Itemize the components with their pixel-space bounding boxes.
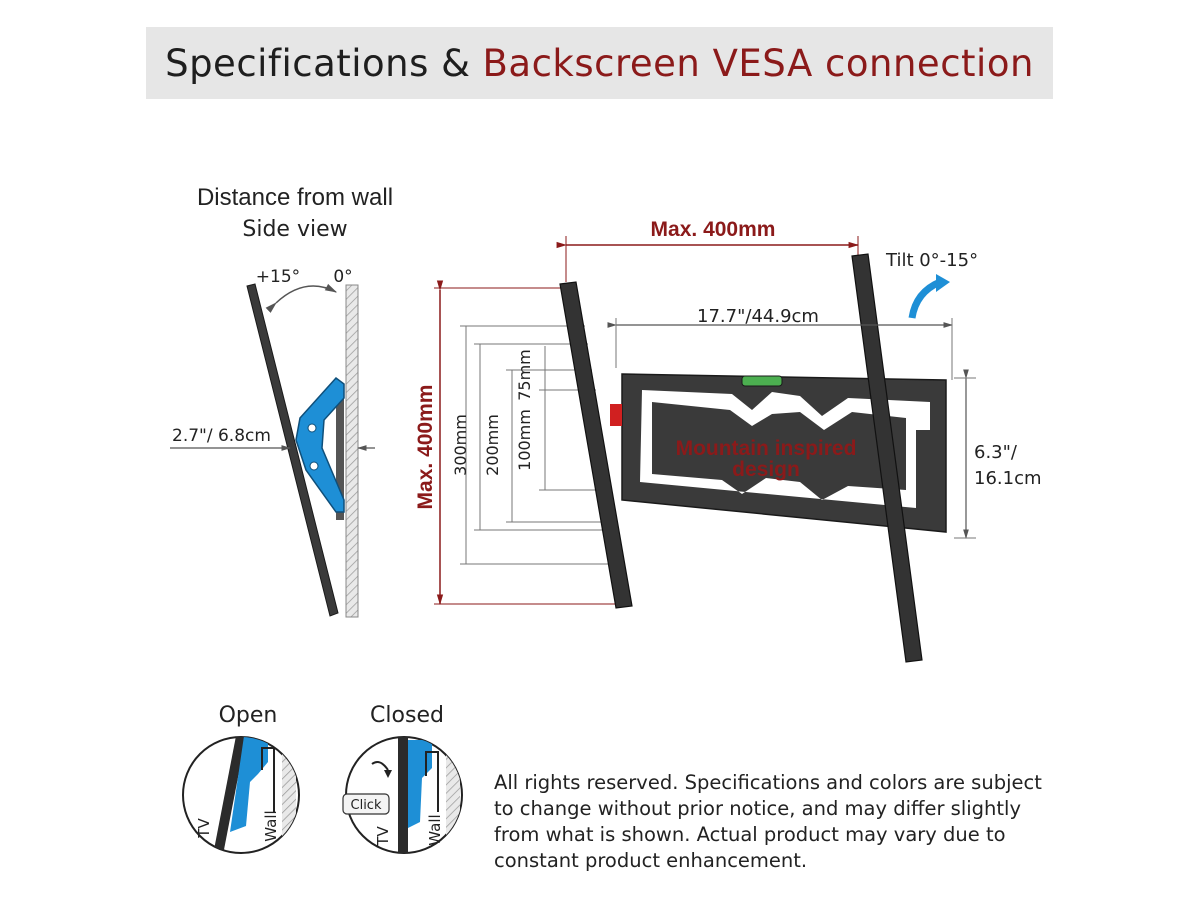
open-label: Open xyxy=(218,703,278,728)
feature-label-line2: design xyxy=(732,458,800,481)
right-rail xyxy=(851,253,923,663)
feature-label-line1: Mountain inspired xyxy=(676,437,857,460)
distance-label: 2.7"/ 6.8cm xyxy=(172,426,271,446)
tilt-angle-arc xyxy=(265,283,338,313)
wall-section xyxy=(345,284,359,618)
bubble-level xyxy=(741,375,783,387)
lock-open-detail: TV Wall xyxy=(182,736,300,854)
wall-plate xyxy=(336,392,344,520)
vesa-100-label: 100mm xyxy=(515,409,534,471)
side-view-title: Distance from wall xyxy=(196,184,394,211)
lock-closed-detail: Click TV Wall xyxy=(342,736,463,854)
click-badge xyxy=(342,793,390,815)
click-label: Click xyxy=(351,798,382,813)
side-view-heading: Distance from wall Side view xyxy=(160,182,430,246)
closed-tv-label: TV xyxy=(374,826,392,847)
side-view-drawing: +15° 0° 2.7"/ 6.8cm xyxy=(170,267,375,618)
tv-panel-side xyxy=(246,283,339,617)
disclaimer-text: All rights reserved. Specifications and … xyxy=(494,771,1042,872)
angle-flat-label: 0° xyxy=(333,267,352,287)
frame-height-line2: 16.1cm xyxy=(974,468,1042,489)
vesa-75-label: 75mm xyxy=(515,349,534,401)
mountain-cutout xyxy=(640,390,930,508)
vesa-200-label: 200mm xyxy=(483,414,502,476)
vesa-300-label: 300mm xyxy=(451,414,470,476)
page-title: Specifications & xyxy=(165,41,471,85)
pivot-bolt xyxy=(309,461,319,471)
tilt-arrow-icon xyxy=(908,278,942,319)
closed-wall-label: Wall xyxy=(426,814,444,845)
pivot-bolt xyxy=(307,423,317,433)
max-width-label: Max. 400mm xyxy=(651,218,776,241)
click-arrow-head xyxy=(384,770,392,778)
tilt-arm-blue xyxy=(295,376,345,513)
page-title-accent: Backscreen VESA connection xyxy=(482,41,1034,85)
side-view-subtitle: Side view xyxy=(242,217,348,242)
open-wall-label: Wall xyxy=(262,810,280,841)
max-height-label: Max. 400mm xyxy=(414,385,437,510)
closed-label: Closed xyxy=(370,703,444,728)
left-rail xyxy=(559,281,633,609)
tilt-label: Tilt 0°-15° xyxy=(885,250,978,271)
safety-lock-red xyxy=(610,404,622,426)
tilt-arrow-head xyxy=(936,274,950,292)
click-arrow-icon xyxy=(371,761,389,771)
frame-height-line1: 6.3"/ xyxy=(974,442,1018,463)
bracket-front-view: Max. 400mm Max. 400mm 300mm 200mm 100mm … xyxy=(414,218,1042,663)
rail-width-label: 17.7"/44.9cm xyxy=(697,306,819,327)
open-tv-label: TV xyxy=(195,818,213,839)
angle-tilted-label: +15° xyxy=(256,267,300,287)
header-banner: Specifications & Backscreen VESA connect… xyxy=(146,27,1053,99)
